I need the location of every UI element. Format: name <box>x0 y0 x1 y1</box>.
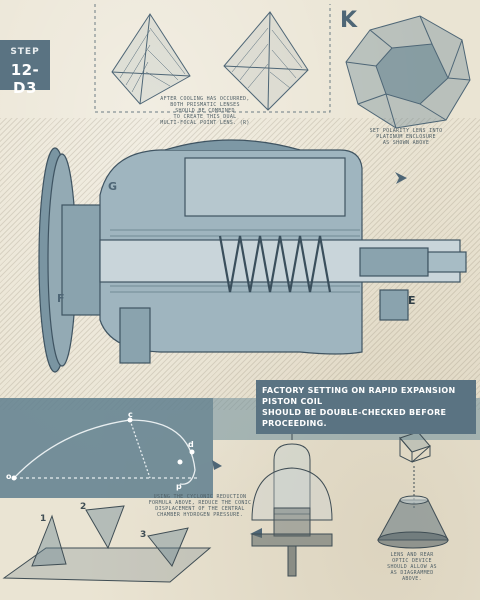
piston-notice: FACTORY SETTING ON RAPID EXPANSION PISTO… <box>256 380 476 434</box>
label-f: F <box>57 292 65 305</box>
notice-line-2: SHOULD BE DOUBLE-CHECKED BEFORE PROCEEDI… <box>262 408 447 428</box>
label-d: d <box>188 440 194 449</box>
cones-platform <box>2 505 212 583</box>
label-c: c <box>128 410 133 419</box>
cone-number-3: 3 <box>140 530 147 540</box>
polyhedron-k <box>345 15 471 129</box>
piston-engine <box>38 139 467 373</box>
label-g: G <box>108 180 118 193</box>
lens-device <box>377 431 449 549</box>
step-badge: STEP 12-D3 <box>0 40 50 97</box>
label-k: K <box>340 8 358 33</box>
cone-number-1: 1 <box>40 514 47 524</box>
bell-jar <box>251 398 333 577</box>
notice-line-1: FACTORY SETTING ON RAPID EXPANSION PISTO… <box>262 386 456 406</box>
cone-number-2: 2 <box>80 502 87 512</box>
label-o: o <box>6 472 12 481</box>
pyramid-left <box>111 13 191 105</box>
step-label: STEP <box>10 47 40 57</box>
cyclonic-curve <box>13 419 200 485</box>
piston-coil <box>218 235 332 293</box>
pyramids-caption: AFTER COOLING HAS OCCURRED,BOTH PRISMATI… <box>160 96 250 126</box>
pyramid-right <box>223 11 309 111</box>
step-number: 12-D3 <box>10 61 40 97</box>
blue-band-left <box>0 398 213 498</box>
label-e: E <box>408 294 416 307</box>
label-p: p <box>176 482 182 491</box>
